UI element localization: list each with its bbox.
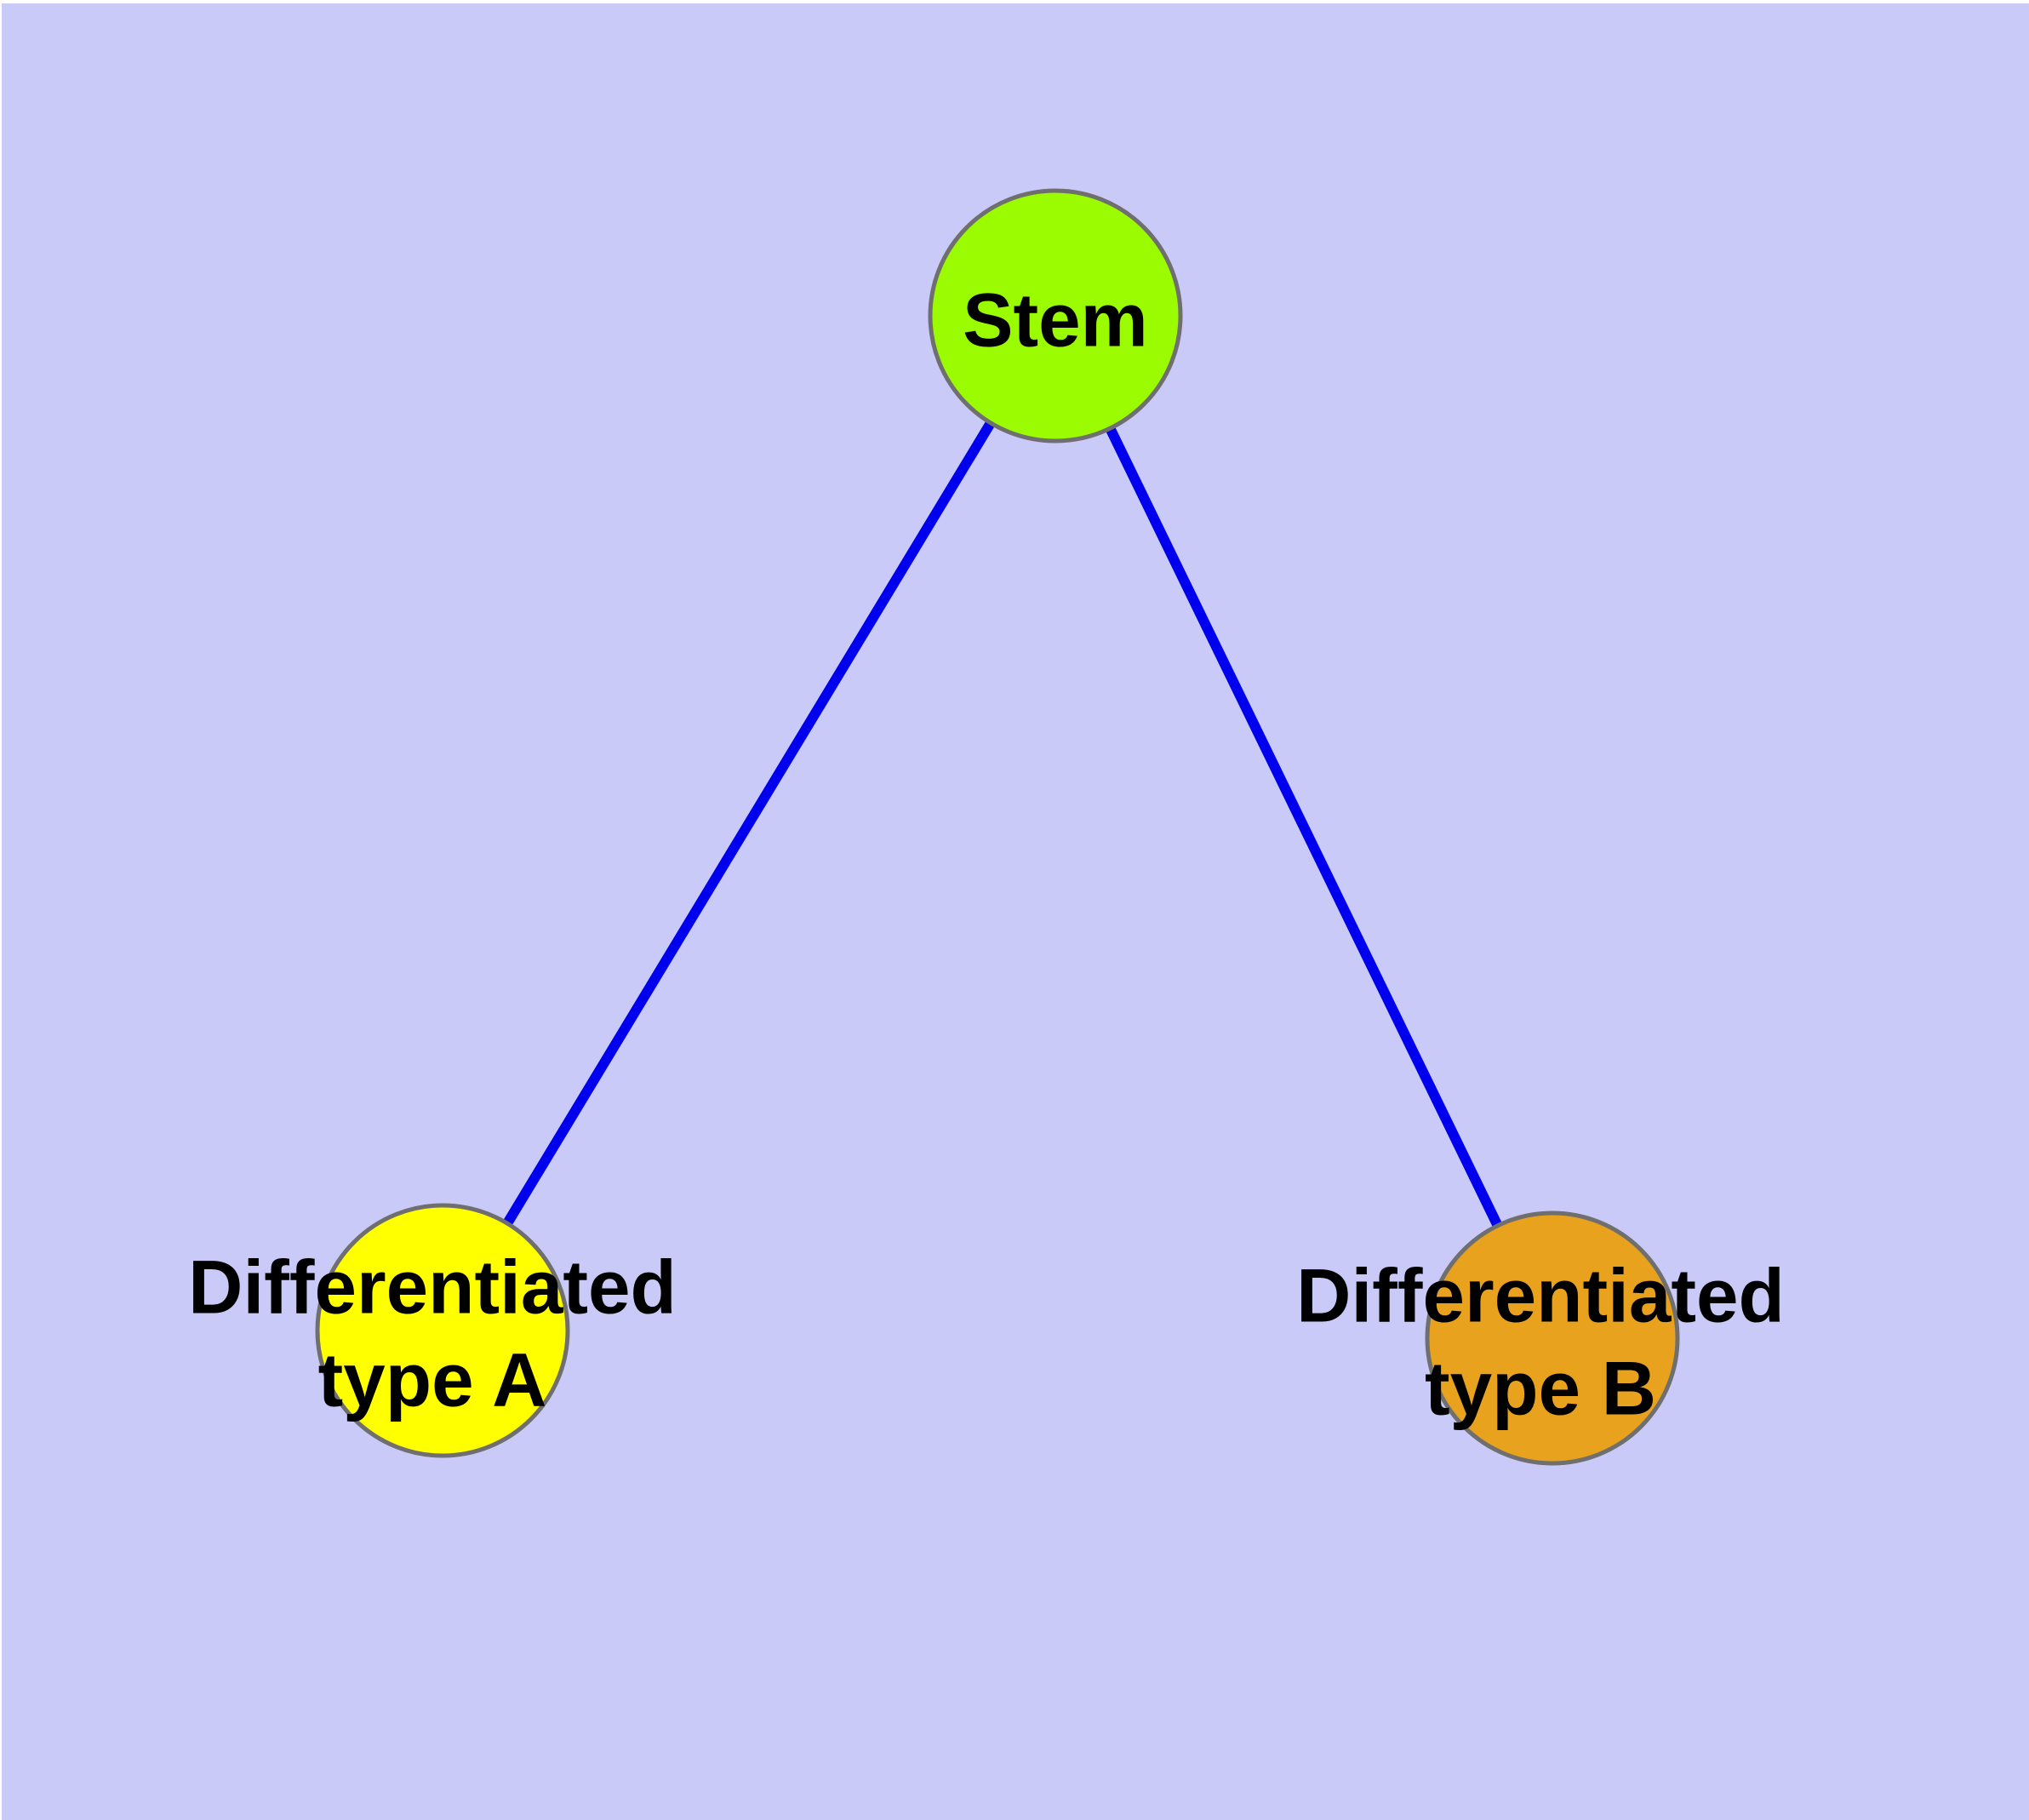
node-type-a-label: Differentiated type A [188,1240,677,1425]
edge-stem-to-type-a [437,312,1060,1334]
node-type-a-circle [315,1203,570,1458]
node-stem-circle [928,188,1183,444]
node-stem-label: Stem [963,274,1148,367]
node-type-a-label-line-2: type A [317,1336,547,1422]
node-type-b-label-line-1: Differentiated [1296,1252,1785,1338]
node-type-b-label-line-2: type B [1424,1345,1656,1430]
node-type-b-label: Differentiated type B [1296,1249,1785,1434]
node-type-b-circle [1425,1210,1680,1466]
node-type-a-label-line-1: Differentiated [188,1244,677,1330]
node-stem-label-text: Stem [963,277,1148,363]
graph-svg [315,188,1680,1466]
diagram-canvas: Stem Differentiated type A Differentiate… [2,3,2029,1820]
edge-stem-to-type-b [1050,313,1557,1341]
